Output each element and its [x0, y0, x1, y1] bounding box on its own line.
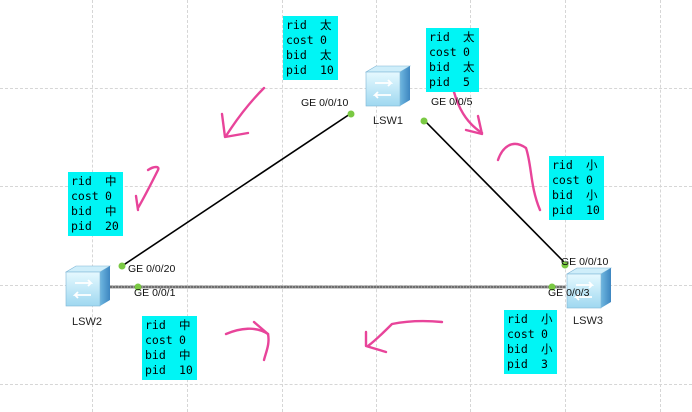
port-dot — [548, 283, 556, 291]
link-lsw1-lsw3[interactable] — [423, 119, 567, 265]
port-dot — [561, 261, 569, 269]
switch-icon[interactable] — [64, 265, 112, 307]
grid-line — [187, 0, 188, 412]
arrow-annotation — [452, 90, 484, 136]
arrow-annotation — [134, 165, 160, 212]
node-label-lsw1: LSW1 — [373, 115, 403, 127]
arrow-annotation — [224, 320, 270, 362]
grid-line — [282, 0, 283, 412]
grid-line — [0, 384, 692, 385]
switch-icon[interactable] — [565, 267, 613, 309]
port-dot — [347, 110, 355, 118]
grid-line — [470, 0, 471, 412]
switch-icon[interactable] — [364, 65, 412, 107]
arrow-annotation — [220, 86, 266, 139]
grid-line — [0, 186, 692, 187]
port-label: GE 0/0/3 — [548, 287, 590, 299]
node-label-lsw3: LSW3 — [573, 315, 603, 327]
port-label: GE 0/0/20 — [128, 263, 176, 275]
port-label: GE 0/0/10 — [561, 256, 609, 268]
port-label: GE 0/0/1 — [134, 287, 176, 299]
port-dot — [134, 283, 142, 291]
link-lsw2-lsw1[interactable] — [121, 113, 351, 267]
grid-line — [376, 0, 377, 412]
port-label: GE 0/0/10 — [301, 97, 349, 109]
arrow-annotation — [496, 142, 542, 212]
port-label: GE 0/0/5 — [431, 96, 473, 108]
port-dot — [118, 262, 126, 270]
port-dot — [420, 117, 428, 125]
node-label-lsw2: LSW2 — [72, 316, 102, 328]
grid-line — [660, 0, 661, 412]
grid-line — [0, 88, 692, 89]
arrow-annotation — [364, 319, 444, 354]
